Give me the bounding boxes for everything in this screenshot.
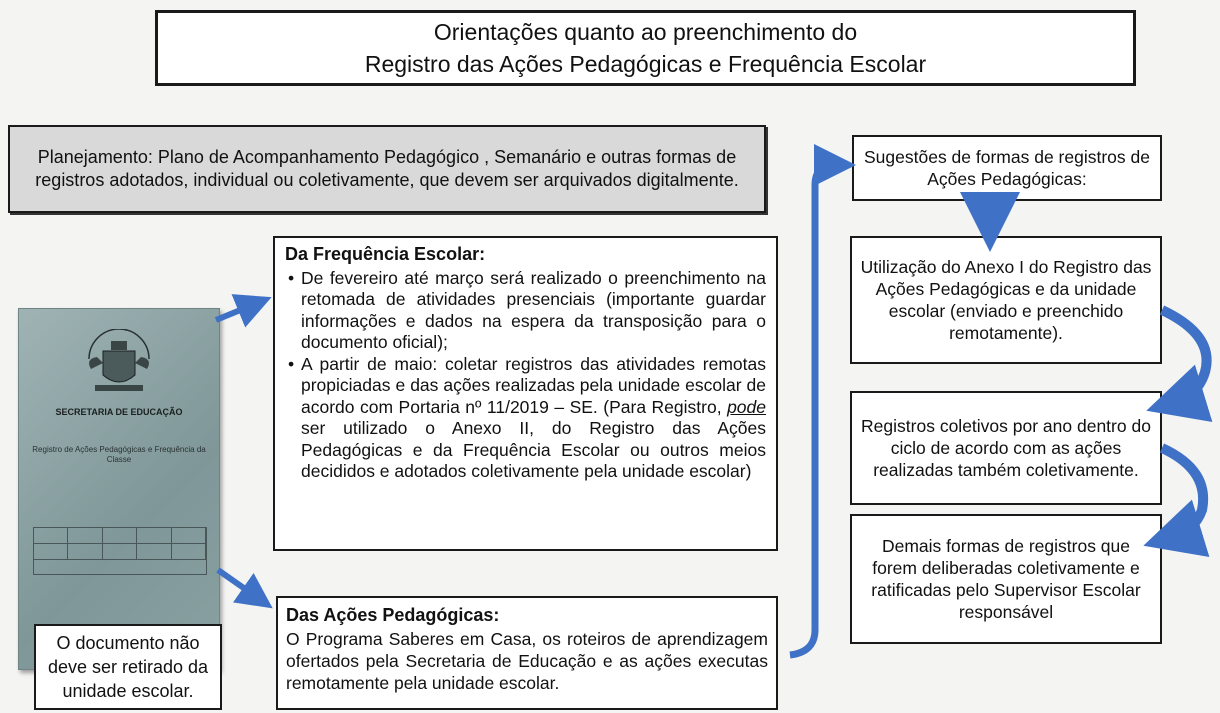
crest-emblem-icon: [88, 329, 150, 391]
sugestoes-text: Sugestões de formas de registros de Açõe…: [864, 147, 1150, 189]
arrow-to-acoes: [216, 567, 273, 609]
sugestoes-box: Sugestões de formas de registros de Açõe…: [852, 135, 1162, 201]
documento-nota-box: O documento não deve ser retirado da uni…: [34, 624, 222, 710]
arrow-to-frequencia: [214, 294, 272, 328]
registro-text-2: Registros coletivos por ano dentro do ci…: [861, 416, 1151, 480]
title-line-1: Orientações quanto ao preenchimento do: [433, 19, 858, 45]
book-subtitle: Registro de Ações Pedagógicas e Frequênc…: [32, 445, 206, 464]
frequencia-list: De fevereiro até março será realizado o …: [285, 268, 766, 483]
emphasis-pode: pode: [727, 396, 766, 417]
document-cover-image: SECRETARIA DE EDUCAÇÃO Registro de Ações…: [18, 308, 220, 670]
acoes-box: Das Ações Pedagógicas: O Programa Sabere…: [276, 596, 778, 710]
frequencia-heading: Da Frequência Escolar:: [285, 244, 486, 264]
registro-text-3: Demais formas de registros que forem del…: [871, 536, 1141, 622]
acoes-heading: Das Ações Pedagógicas:: [286, 605, 500, 625]
frequencia-item-1: De fevereiro até março será realizado o …: [288, 268, 766, 354]
acoes-text: O Programa Saberes em Casa, os roteiros …: [286, 629, 768, 693]
planejamento-box: Planejamento: Plano de Acompanhamento Pe…: [8, 125, 766, 213]
frequencia-item-2: A partir de maio: coletar registros das …: [288, 354, 766, 483]
curved-arrow-1: [1146, 305, 1213, 422]
book-header: SECRETARIA DE EDUCAÇÃO: [55, 407, 183, 417]
registro-text-1: Utilização do Anexo I do Registro das Aç…: [860, 257, 1152, 343]
title-line-2: Registro das Ações Pedagógicas e Frequên…: [364, 51, 927, 77]
title-box: Orientações quanto ao preenchimento do R…: [155, 10, 1136, 86]
registro-box-3: Demais formas de registros que forem del…: [850, 514, 1162, 644]
book-table-grid: [33, 527, 207, 575]
frequencia-box: Da Frequência Escolar: De fevereiro até …: [273, 236, 778, 551]
arrow-acoes-to-sugestoes: [789, 144, 856, 659]
documento-nota-text: O documento não deve ser retirado da uni…: [47, 633, 209, 701]
curved-arrow-2: [1143, 443, 1210, 557]
planejamento-text: Planejamento: Plano de Acompanhamento Pe…: [35, 147, 739, 190]
registro-box-2: Registros coletivos por ano dentro do ci…: [850, 391, 1162, 505]
